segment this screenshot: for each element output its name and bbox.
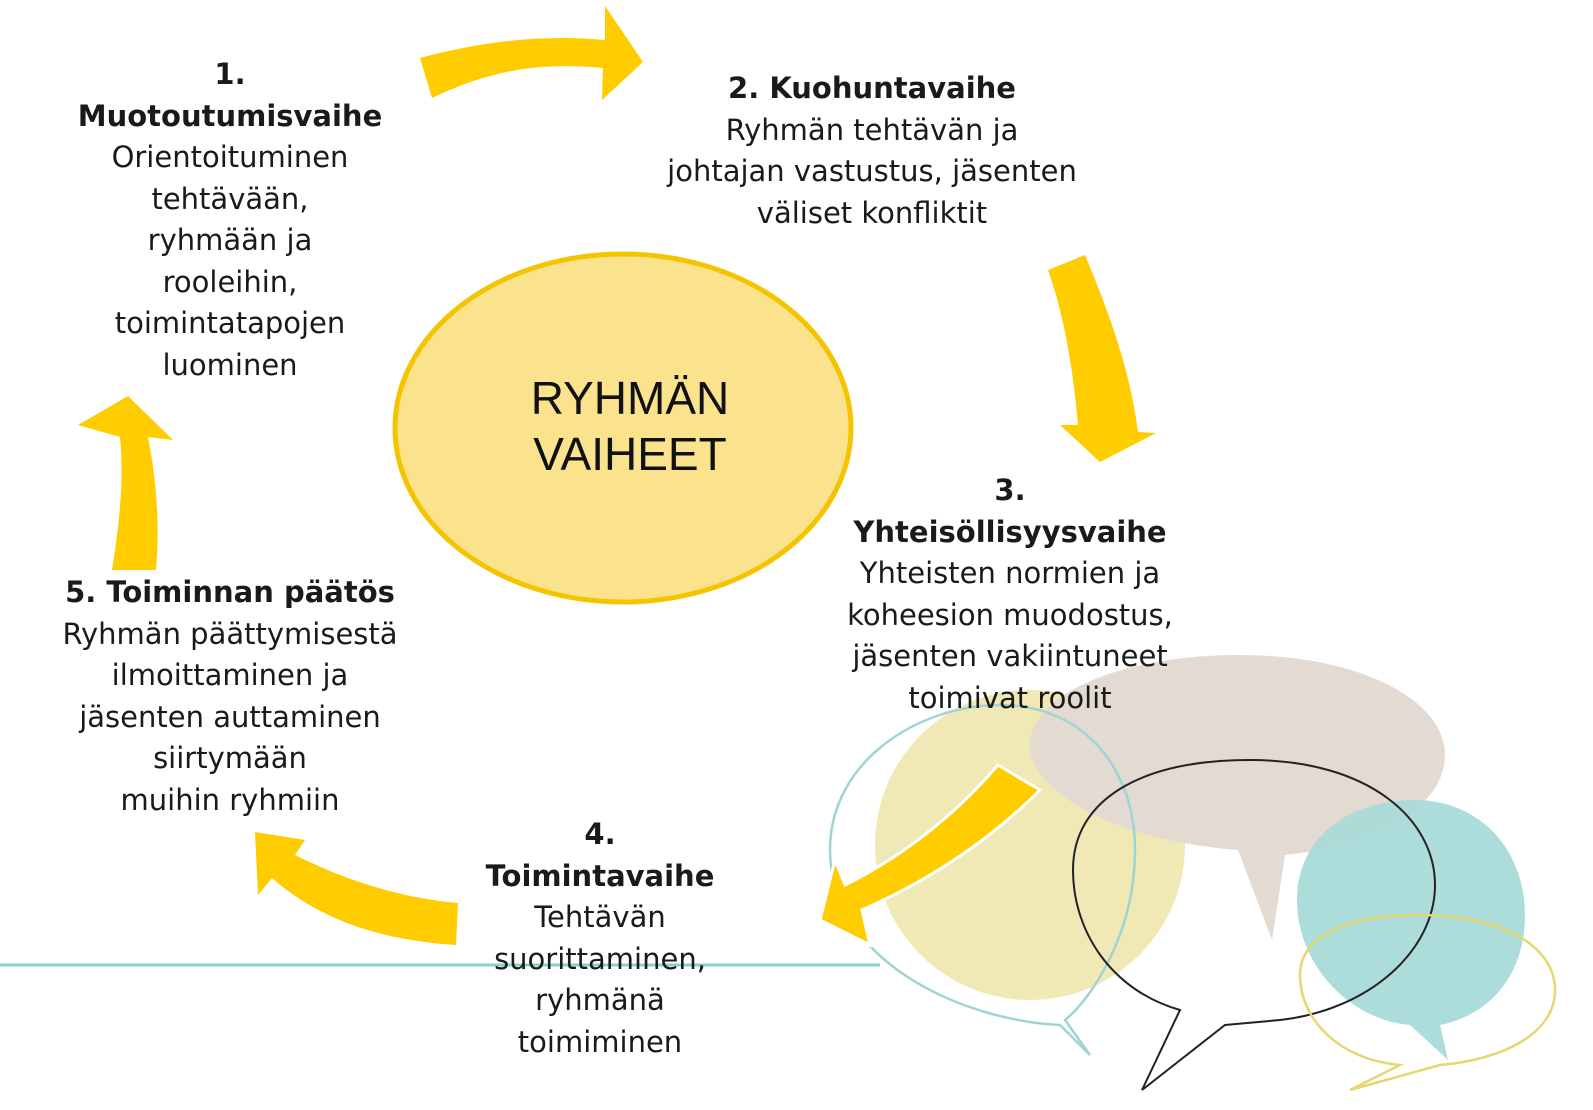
beige-bubble <box>1030 655 1445 940</box>
phase-5-title: 5. Toiminnan päätös <box>65 575 395 609</box>
arrow-right-icon <box>420 6 643 100</box>
phase-5-description: Ryhmän päättymisestä ilmoittaminen ja jä… <box>62 616 398 817</box>
phase-1-title: 1. Muotoutumisvaihe <box>77 57 383 133</box>
center-title: RYHMÄN VAIHEET <box>400 370 860 482</box>
center-title-line1: RYHMÄN <box>530 372 730 424</box>
center-title-line2: VAIHEET <box>533 428 727 480</box>
phase-2: 2. Kuohuntavaihe Ryhmän tehtävän ja joht… <box>612 68 1132 234</box>
phase-5: 5. Toiminnan päätös Ryhmän päättymisestä… <box>0 572 460 821</box>
phase-1: 1. Muotoutumisvaihe Orientoituminen teht… <box>50 54 410 386</box>
phase-4-description: Tehtävän suorittaminen, ryhmänä toimimin… <box>494 900 706 1059</box>
phase-2-description: Ryhmän tehtävän ja johtajan vastustus, j… <box>667 112 1077 230</box>
phase-3-title: 3. Yhteisöllisyysvaihe <box>853 473 1167 549</box>
speech-bubbles-icon <box>828 655 1557 1092</box>
arrow-down-icon <box>1048 255 1156 462</box>
phase-2-title: 2. Kuohuntavaihe <box>728 71 1016 105</box>
teal-outline-bubble <box>828 703 1137 1056</box>
phase-4-title: 4. Toimintavaihe <box>485 817 715 893</box>
yellow-outline-bubble <box>1298 913 1557 1092</box>
phase-1-description: Orientoituminen tehtävään, ryhmään ja ro… <box>111 140 349 382</box>
teal-bubble <box>1297 800 1525 1060</box>
dark-outline-bubble <box>1071 758 1437 1091</box>
center-circle <box>392 251 854 605</box>
arrow-left-icon <box>255 832 458 945</box>
phase-4: 4. Toimintavaihe Tehtävän suorittaminen,… <box>420 814 780 1063</box>
arrow-up-icon <box>78 396 173 570</box>
arrow-down-left-icon <box>818 763 1043 948</box>
phase-3-description: Yhteisten normien ja koheesion muodostus… <box>847 556 1173 715</box>
phase-3: 3. Yhteisöllisyysvaihe Yhteisten normien… <box>790 470 1230 719</box>
